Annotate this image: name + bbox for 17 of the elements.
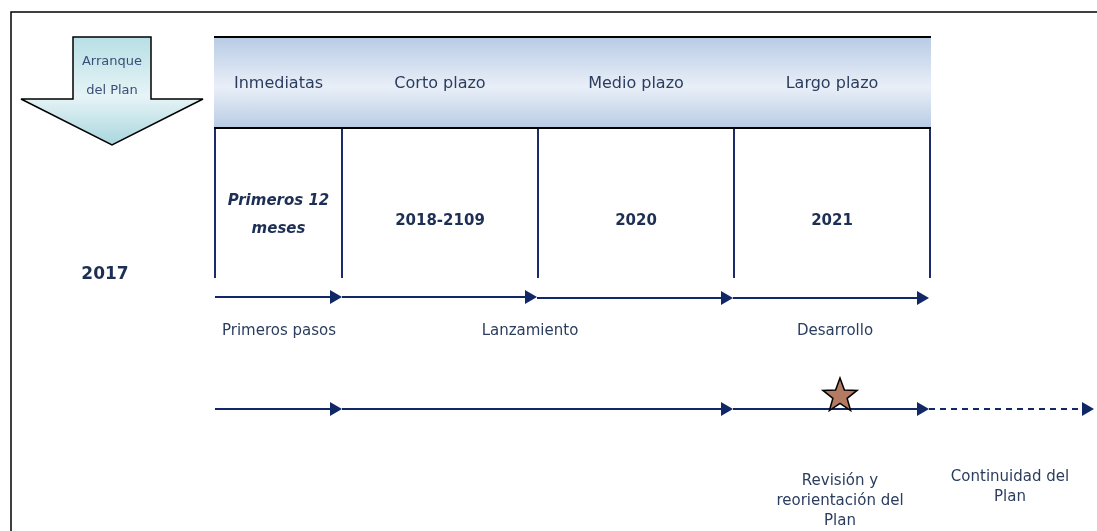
period-text: 2018-2109 xyxy=(394,210,486,231)
phase-label: Primeros pasos xyxy=(220,320,338,340)
period-text: 2021 xyxy=(810,210,854,231)
timeline-column xyxy=(214,36,343,278)
milestone-label: Revisión y reorientación del Plan xyxy=(775,470,905,530)
timeline-column xyxy=(733,36,931,278)
arrow-label: Arranque del Plan xyxy=(80,52,144,99)
milestone-label: Continuidad del Plan xyxy=(949,466,1071,506)
column-header: Corto plazo xyxy=(341,36,539,129)
column-header: Largo plazo xyxy=(733,36,931,129)
period-text: 2020 xyxy=(614,210,658,231)
phase-label: Desarrollo xyxy=(795,320,875,340)
year-label: 2017 xyxy=(80,263,130,283)
column-header: Inmediatas xyxy=(214,36,343,129)
period-text: Primeros 12 meses xyxy=(226,190,331,239)
phase-label: Lanzamiento xyxy=(480,320,580,340)
column-header: Medio plazo xyxy=(537,36,735,129)
